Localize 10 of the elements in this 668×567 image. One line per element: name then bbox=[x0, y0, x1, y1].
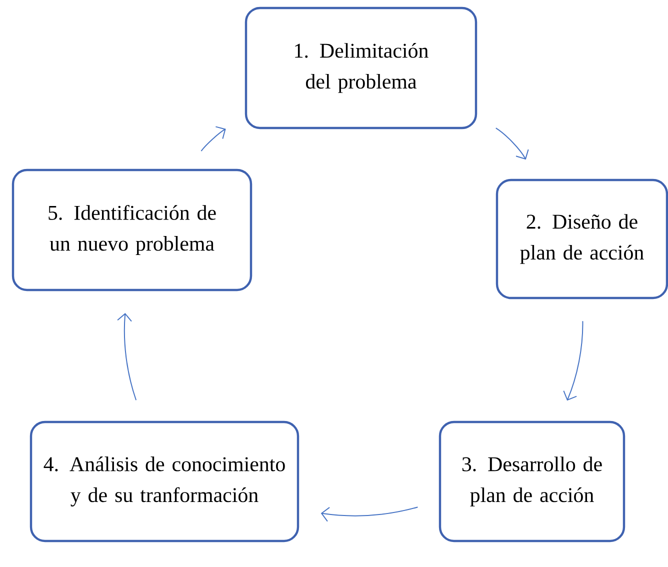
process-box: 3. Desarrollo de plan de acción bbox=[438, 420, 626, 542]
process-box: 2. Diseño de plan de acción bbox=[496, 178, 668, 300]
arrow bbox=[563, 320, 584, 401]
arrow bbox=[495, 128, 529, 160]
arrow bbox=[200, 126, 226, 152]
arrow bbox=[320, 506, 418, 522]
process-box: 4. Análisis de conocimiento y de su tranformación bbox=[30, 420, 300, 542]
process-box: 1. Delimitación del problema bbox=[244, 6, 478, 130]
process-box: 5. Identificación de un nuevo problema bbox=[12, 168, 252, 292]
arrow bbox=[117, 313, 137, 401]
